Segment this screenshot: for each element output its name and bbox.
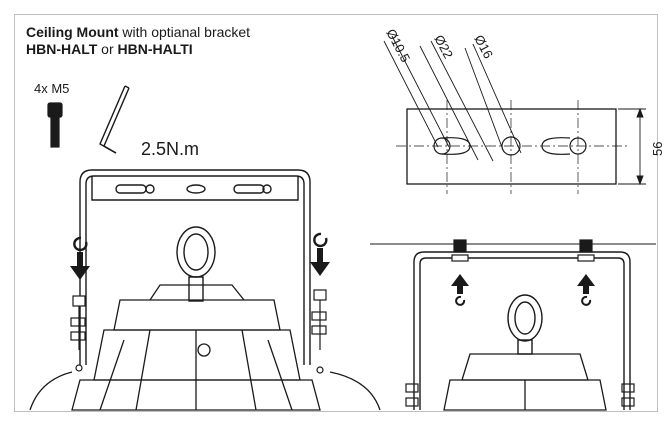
diagram-title: Ceiling Mount with optianal bracket HBN-…	[26, 24, 250, 58]
hex-key-icon	[99, 85, 130, 154]
bracket-left	[79, 169, 311, 365]
bolt-count-label: 4x M5	[34, 81, 70, 96]
diameter-label-3: Ø16	[471, 32, 496, 61]
down-arrow-icon	[70, 248, 330, 280]
bolt-icon	[47, 102, 63, 148]
up-arrow-icon	[451, 274, 595, 294]
dimension-leaders	[383, 35, 522, 162]
height-dimension	[618, 107, 646, 186]
eye-bolt-right	[507, 294, 543, 355]
height-label: 56	[650, 142, 665, 156]
rotate-arrow-icon	[73, 232, 328, 252]
torque-label: 2.5N.m	[141, 139, 200, 159]
light-housing-right	[443, 353, 607, 411]
diameter-label-2: Ø22	[431, 32, 456, 61]
screw-left	[70, 295, 86, 372]
diameter-label-1: Ø10.5	[383, 26, 413, 64]
bracket-top-view	[396, 100, 628, 194]
title-bold: Ceiling Mount	[26, 24, 119, 40]
screw-right	[311, 289, 327, 374]
model-b: HBN-HALTI	[117, 41, 193, 57]
eye-bolt-icon	[176, 226, 216, 302]
or-text: or	[97, 41, 118, 57]
diagram-panel	[14, 14, 658, 412]
light-housing-left	[29, 284, 381, 411]
model-a: HBN-HALT	[26, 41, 98, 57]
bracket-right	[413, 251, 631, 410]
rotate-arrow-icon-small	[455, 295, 592, 306]
ceiling-bolts	[451, 239, 595, 262]
title-rest: with optianal bracket	[118, 24, 251, 40]
side-screws-right	[405, 383, 635, 407]
